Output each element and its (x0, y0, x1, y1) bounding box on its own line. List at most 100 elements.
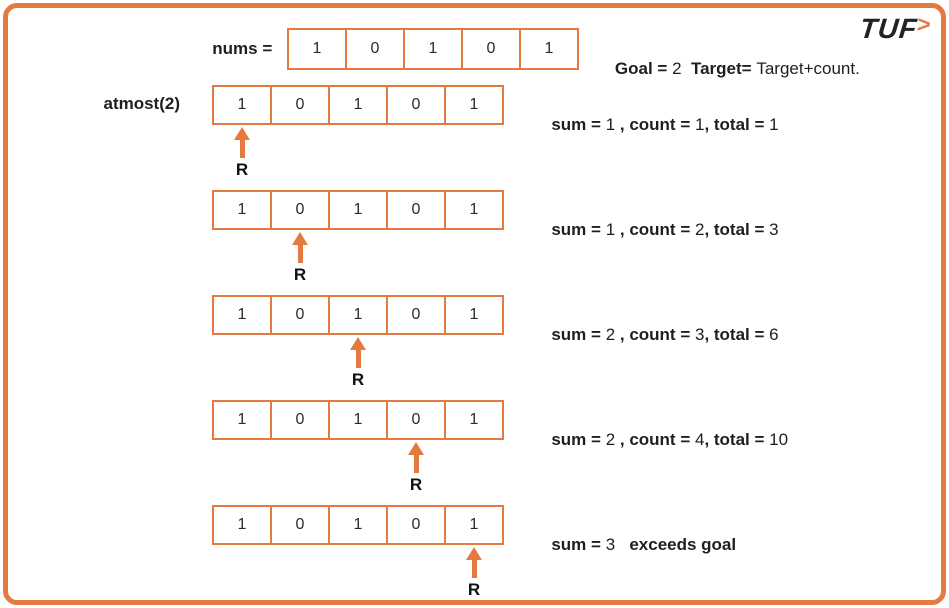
goal-target-text: Goal = 2 Target= Target+count. (596, 39, 860, 99)
sum-value: 1 (605, 115, 620, 134)
tuf-logo: TUF> (858, 11, 932, 45)
step-array: 1 0 1 0 1 (212, 505, 504, 545)
step-annotation: sum = 1 , count = 1, total = 1 (523, 95, 943, 155)
count-value: 3 (694, 325, 705, 344)
array-cell: 1 (519, 28, 579, 70)
pointer-arrow: R (292, 232, 308, 285)
count-label: , count = (619, 220, 695, 239)
sum-value: 1 (605, 220, 620, 239)
total-value: 3 (769, 220, 779, 239)
sum-label: sum = (551, 115, 606, 134)
pointer-label: R (351, 370, 365, 389)
array-cell: 0 (270, 505, 330, 545)
step-array: 1 0 1 0 1 (212, 400, 504, 440)
array-cell: 1 (444, 190, 504, 230)
count-value: 2 (694, 220, 705, 239)
target-label: Target= (690, 59, 757, 78)
array-cell: 1 (287, 28, 347, 70)
sum-value: 2 (605, 430, 620, 449)
array-cell: 0 (386, 295, 446, 335)
array-cell: 0 (461, 28, 521, 70)
pointer-label: R (293, 265, 307, 284)
pointer-label: R (235, 160, 249, 179)
pointer-arrow: R (466, 547, 482, 600)
array-cell: 0 (386, 190, 446, 230)
step-row-2: 1 0 1 0 1 R sum = 1 , count = 2, total =… (212, 190, 779, 284)
exceeds-label: exceeds goal (615, 535, 737, 554)
array-cell: 1 (444, 505, 504, 545)
array-cell: 1 (328, 505, 388, 545)
array-cell: 0 (270, 85, 330, 125)
pointer-arrow: R (350, 337, 366, 390)
arrow-up-icon (408, 442, 424, 455)
array-cell: 1 (212, 190, 272, 230)
step-array: 1 0 1 0 1 (212, 295, 504, 335)
sum-value: 2 (605, 325, 620, 344)
step-annotation: sum = 3 exceeds goal (523, 515, 943, 575)
array-cell: 1 (212, 505, 272, 545)
array-cell: 1 (212, 295, 272, 335)
arrow-stem (239, 140, 245, 158)
arrow-stem (297, 245, 303, 263)
nums-array: 1 0 1 0 1 (287, 28, 579, 70)
pointer-label: R (409, 475, 423, 494)
pointer-arrow: R (234, 127, 250, 180)
count-label: , count = (619, 325, 695, 344)
count-value: 4 (694, 430, 705, 449)
array-cell: 0 (270, 190, 330, 230)
array-cell: 1 (212, 85, 272, 125)
step-annotation: sum = 2 , count = 3, total = 6 (523, 305, 943, 365)
sum-label: sum = (551, 535, 606, 554)
count-label: , count = (619, 115, 695, 134)
array-cell: 0 (270, 295, 330, 335)
array-cell: 1 (444, 400, 504, 440)
array-cell: 0 (386, 400, 446, 440)
step-annotation: sum = 2 , count = 4, total = 10 (523, 410, 943, 470)
array-cell: 1 (444, 85, 504, 125)
arrow-stem (471, 560, 477, 578)
total-value: 1 (769, 115, 779, 134)
count-value: 1 (694, 115, 705, 134)
array-cell: 0 (345, 28, 405, 70)
step-row-5: 1 0 1 0 1 R sum = 3 exceeds goal (212, 505, 736, 599)
target-value: Target+count. (756, 59, 860, 78)
array-cell: 1 (328, 400, 388, 440)
sum-label: sum = (551, 430, 606, 449)
arrow-stem (413, 455, 419, 473)
count-label: , count = (619, 430, 695, 449)
array-cell: 1 (328, 85, 388, 125)
atmost-label: atmost(2) (103, 94, 180, 113)
array-cell: 1 (403, 28, 463, 70)
array-cell: 1 (444, 295, 504, 335)
goal-value: 2 (672, 59, 691, 78)
arrow-up-icon (234, 127, 250, 140)
nums-label: nums = (212, 39, 277, 58)
pointer-label: R (467, 580, 481, 599)
tuf-logo-text: TUF (858, 13, 920, 44)
step-array: 1 0 1 0 1 (212, 85, 504, 125)
array-cell: 0 (386, 505, 446, 545)
array-cell: 0 (270, 400, 330, 440)
array-cell: 1 (212, 400, 272, 440)
step-annotation: sum = 1 , count = 2, total = 3 (523, 200, 943, 260)
step-array: 1 0 1 0 1 (212, 190, 504, 230)
total-label: , total = (704, 325, 770, 344)
total-label: , total = (704, 220, 770, 239)
array-cell: 1 (328, 190, 388, 230)
total-value: 6 (769, 325, 779, 344)
total-value: 10 (769, 430, 789, 449)
sum-label: sum = (551, 220, 606, 239)
array-cell: 1 (328, 295, 388, 335)
sum-value: 3 (605, 535, 616, 554)
total-label: , total = (704, 430, 770, 449)
total-label: , total = (704, 115, 770, 134)
sum-label: sum = (551, 325, 606, 344)
arrow-stem (355, 350, 361, 368)
arrow-up-icon (350, 337, 366, 350)
logo-chevron-icon: > (915, 11, 933, 37)
array-cell: 0 (386, 85, 446, 125)
arrow-up-icon (466, 547, 482, 560)
pointer-arrow: R (408, 442, 424, 495)
step-row-4: 1 0 1 0 1 R sum = 2 , count = 4, total =… (212, 400, 788, 494)
